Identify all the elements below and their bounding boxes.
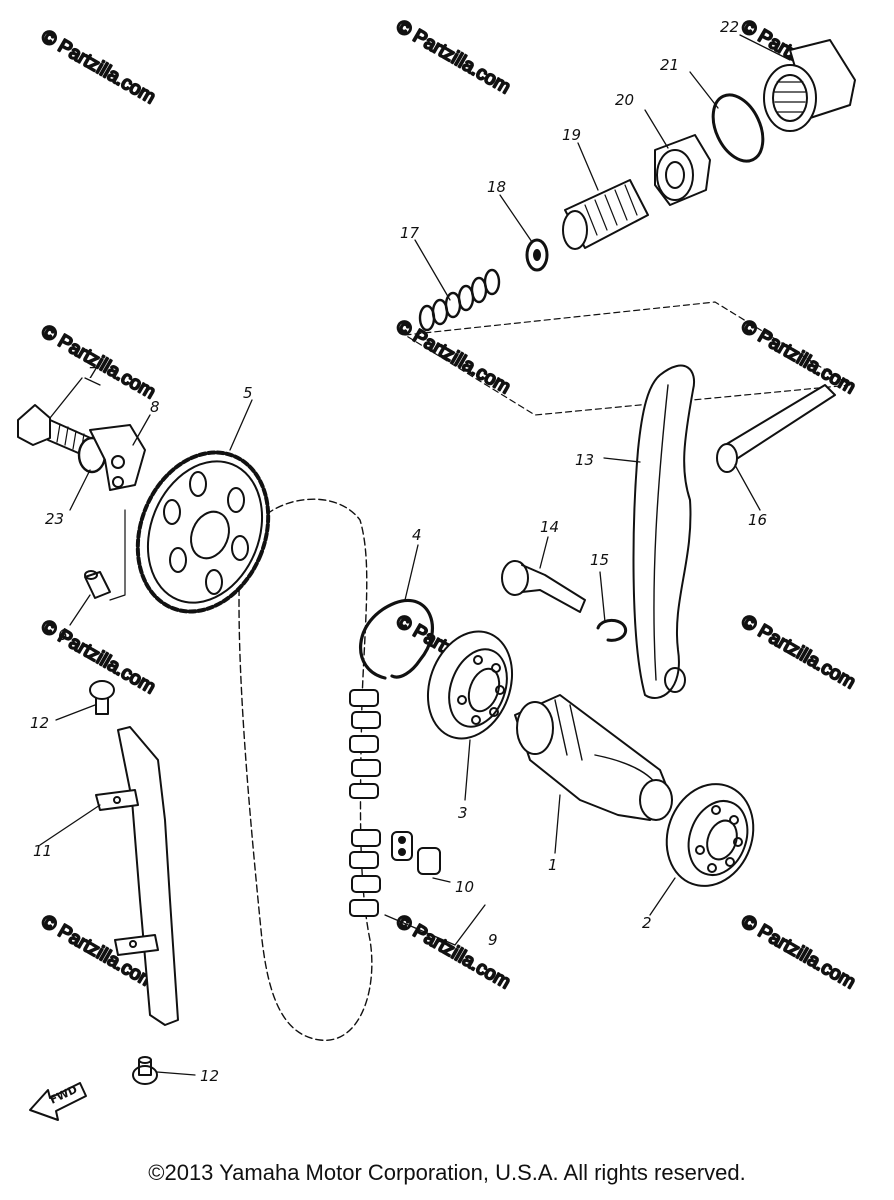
part-12-bolt-lower[interactable] — [132, 1056, 158, 1085]
callout-19: 19 — [562, 126, 581, 144]
callout-23: 23 — [45, 510, 64, 528]
callout-11: 11 — [33, 842, 52, 860]
callout-1: 1 — [548, 856, 558, 874]
callout-10: 10 — [455, 878, 474, 896]
part-15-circlip[interactable] — [596, 618, 628, 642]
part-21-o-ring[interactable] — [703, 87, 772, 169]
alignment-line — [109, 509, 126, 601]
part-22-cap-bolt[interactable] — [763, 39, 856, 132]
callout-12-lower: 12 — [200, 1067, 219, 1085]
part-12-bolt-upper[interactable] — [89, 680, 115, 715]
part-6-dowel-pin[interactable] — [84, 570, 111, 599]
part-13-tensioner-guide[interactable] — [632, 364, 696, 699]
leader-lines — [39, 34, 791, 1076]
callout-14: 14 — [540, 518, 559, 536]
part-19-adjuster-rod[interactable] — [562, 179, 649, 250]
fwd-direction-arrow: FWD — [29, 1082, 87, 1121]
part-5-cam-sprocket[interactable] — [115, 433, 291, 632]
part-11-chain-guide[interactable] — [95, 726, 179, 1026]
watermark: © Partzilla.com — [738, 911, 859, 993]
callout-18: 18 — [487, 178, 506, 196]
callout-13: 13 — [575, 451, 594, 469]
part-18-washer[interactable] — [525, 238, 549, 272]
callout-labels: 22 21 20 19 18 17 5 8 7 23 6 4 14 15 16 … — [30, 18, 767, 1085]
watermark: © Partzilla.com — [393, 316, 514, 398]
callout-9: 9 — [488, 931, 498, 949]
callout-17: 17 — [400, 224, 420, 242]
callout-8: 8 — [150, 398, 160, 416]
watermark: © Partzilla.com — [738, 611, 859, 693]
callout-4: 4 — [412, 526, 422, 544]
callout-5: 5 — [243, 384, 253, 402]
callout-16: 16 — [748, 511, 767, 529]
callout-12-upper: 12 — [30, 714, 49, 732]
part-2-bearing[interactable] — [653, 772, 768, 898]
part-1-camshaft[interactable] — [514, 694, 673, 821]
part-20-nut[interactable] — [654, 134, 711, 206]
callout-22: 22 — [720, 18, 739, 36]
part-9-cam-chain-links[interactable] — [349, 689, 381, 917]
callout-7: 7 — [88, 364, 98, 382]
callout-3: 3 — [458, 804, 468, 822]
watermark: © Partzilla.com — [393, 911, 514, 993]
part-16-pivot-bolt[interactable] — [716, 384, 836, 473]
callout-21: 21 — [660, 56, 679, 74]
exploded-view: © Partzilla.com © Partzilla.com © Partzi… — [17, 15, 860, 1121]
callout-2: 2 — [642, 914, 652, 932]
callout-20: 20 — [615, 91, 634, 109]
watermark: © Partzilla.com — [38, 26, 159, 108]
part-17-spring[interactable] — [418, 268, 501, 332]
part-4-snap-ring[interactable] — [359, 599, 434, 680]
part-14-pin[interactable] — [501, 560, 586, 613]
callout-15: 15 — [590, 551, 609, 569]
part-10-master-link[interactable] — [391, 831, 441, 875]
assembly-group-outline — [404, 301, 851, 416]
watermark: © Partzilla.com — [38, 321, 159, 403]
callout-6: 6 — [58, 626, 68, 644]
part-9-cam-chain-loop[interactable] — [238, 498, 373, 1041]
part-8-lock-washer[interactable] — [89, 424, 146, 491]
watermark: © Partzilla.com — [393, 16, 514, 98]
part-3-bearing[interactable] — [414, 620, 527, 751]
copyright-notice: ©2013 Yamaha Motor Corporation, U.S.A. A… — [148, 1160, 746, 1185]
